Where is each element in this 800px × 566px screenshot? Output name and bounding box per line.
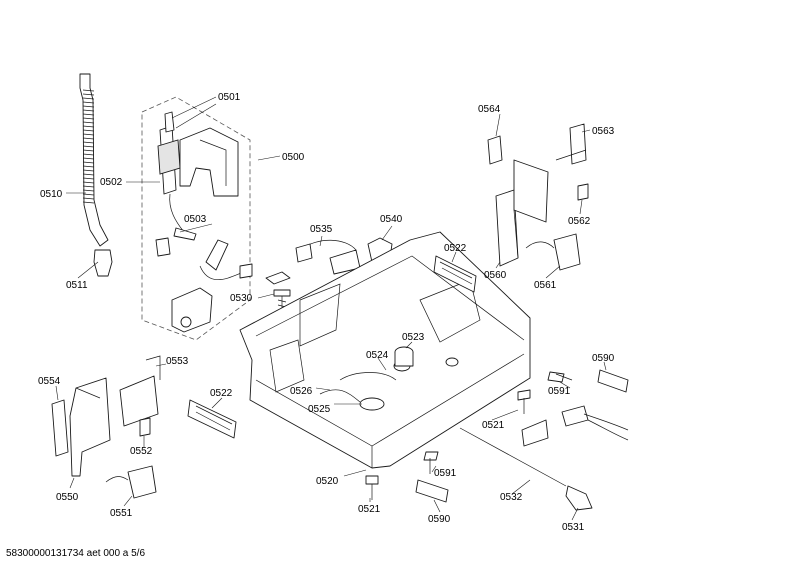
- label-0563: 0563: [592, 126, 615, 137]
- part-0521-foot-a: [517, 389, 531, 414]
- label-0522-b: 0522: [210, 388, 233, 399]
- label-0554: 0554: [38, 376, 61, 387]
- hose-rib: [82, 137, 95, 140]
- label-0523: 0523: [402, 332, 425, 343]
- part-0524-switch: [339, 372, 397, 381]
- label-0560: 0560: [484, 270, 507, 281]
- hose-rib: [82, 161, 95, 164]
- hose-rib: [82, 185, 95, 188]
- label-0590-b: 0590: [428, 514, 451, 525]
- label-0524: 0524: [366, 350, 389, 361]
- part-0564-clip: [487, 135, 503, 165]
- part-0525-disc: [359, 397, 385, 411]
- part-0550-bracket: [69, 377, 111, 477]
- part-0535-cable: [295, 239, 361, 275]
- label-0540: 0540: [380, 214, 403, 225]
- part-0532-rod: [459, 427, 567, 487]
- hose-rib: [82, 133, 95, 136]
- hose-rib: [82, 113, 95, 116]
- hose-rib: [82, 193, 95, 196]
- label-0564: 0564: [478, 104, 501, 115]
- hose-rib: [82, 93, 95, 96]
- hose-rib: [82, 97, 95, 100]
- part-0500-assembly: [141, 96, 253, 341]
- label-0562: 0562: [568, 216, 591, 227]
- part-wiring-harness: [521, 405, 629, 447]
- hose-rib: [82, 189, 95, 192]
- label-0530: 0530: [230, 293, 253, 304]
- part-0551-sensor: [105, 465, 157, 499]
- part-0510-drain-hose: [79, 73, 113, 277]
- label-0525: 0525: [308, 404, 331, 415]
- part-labels: 0501 0502 0503 0500 0510 0511 0535 0540 …: [38, 92, 615, 533]
- hose-rib: [82, 129, 95, 132]
- label-0531: 0531: [562, 522, 585, 533]
- part-0526-cable: [319, 389, 361, 403]
- label-0522-a: 0522: [444, 243, 467, 254]
- hose-rib: [82, 177, 95, 180]
- part-0562-latch: [577, 183, 589, 201]
- label-0511: 0511: [66, 280, 88, 291]
- part-0520-base-tub: [239, 231, 531, 469]
- hose-rib: [82, 169, 95, 172]
- part-0591-screw-a: [547, 371, 573, 383]
- part-0521-foot-b: [365, 475, 379, 500]
- hose-rib: [82, 145, 95, 148]
- part-0591-screw-b: [423, 451, 439, 474]
- label-0503: 0503: [184, 214, 207, 225]
- label-0590-a: 0590: [592, 353, 615, 364]
- part-0522-strip-a: [433, 255, 477, 293]
- label-0553: 0553: [166, 356, 189, 367]
- hose-rib: [82, 197, 95, 200]
- label-0591-a: 0591: [548, 386, 571, 397]
- hose-rib: [82, 201, 95, 204]
- hose-rib: [82, 165, 95, 168]
- hose-rib: [82, 181, 95, 184]
- part-0523-float: [394, 346, 414, 367]
- hose-rib: [82, 141, 95, 144]
- label-0550: 0550: [56, 492, 79, 503]
- label-0521-a: 0521: [482, 420, 505, 431]
- part-0554-cover: [51, 399, 69, 457]
- label-0561: 0561: [534, 280, 557, 291]
- label-0551: 0551: [110, 508, 133, 519]
- part-0531-cap: [565, 485, 593, 511]
- label-0591-b: 0591: [434, 468, 457, 479]
- hose-rib: [82, 173, 95, 176]
- hose-rib: [82, 121, 95, 124]
- label-0520: 0520: [316, 476, 339, 487]
- hose-rib: [82, 149, 95, 152]
- hose-rib: [82, 117, 95, 120]
- part-0522-strip-b: [187, 399, 237, 439]
- part-0553-holder: [119, 355, 161, 427]
- hose-rib: [82, 105, 95, 108]
- label-0532: 0532: [500, 492, 523, 503]
- part-0563-holder: [555, 123, 587, 165]
- part-0552-clip: [139, 417, 151, 437]
- label-0526: 0526: [290, 386, 313, 397]
- footer-document-id: 58300000131734 aet 000 a 5/6: [6, 548, 145, 559]
- part-0590-clip-a: [597, 369, 629, 393]
- hose-rib: [82, 109, 95, 112]
- hose-rib: [82, 89, 95, 92]
- hose-rib: [82, 101, 95, 104]
- part-0590-clip-b: [415, 479, 449, 503]
- label-0552: 0552: [130, 446, 153, 457]
- hose-rib: [82, 153, 95, 156]
- label-0521-b: 0521: [358, 504, 381, 515]
- hose-rib: [82, 157, 95, 160]
- label-0535: 0535: [310, 224, 333, 235]
- label-0510: 0510: [40, 189, 63, 200]
- leader-lines: [55, 96, 607, 521]
- label-0501: 0501: [218, 92, 241, 103]
- hose-rib: [82, 125, 95, 128]
- label-0502: 0502: [100, 177, 123, 188]
- part-0560-bracket: [495, 159, 549, 267]
- label-0500: 0500: [282, 152, 305, 163]
- part-0561-sensor: [525, 233, 581, 271]
